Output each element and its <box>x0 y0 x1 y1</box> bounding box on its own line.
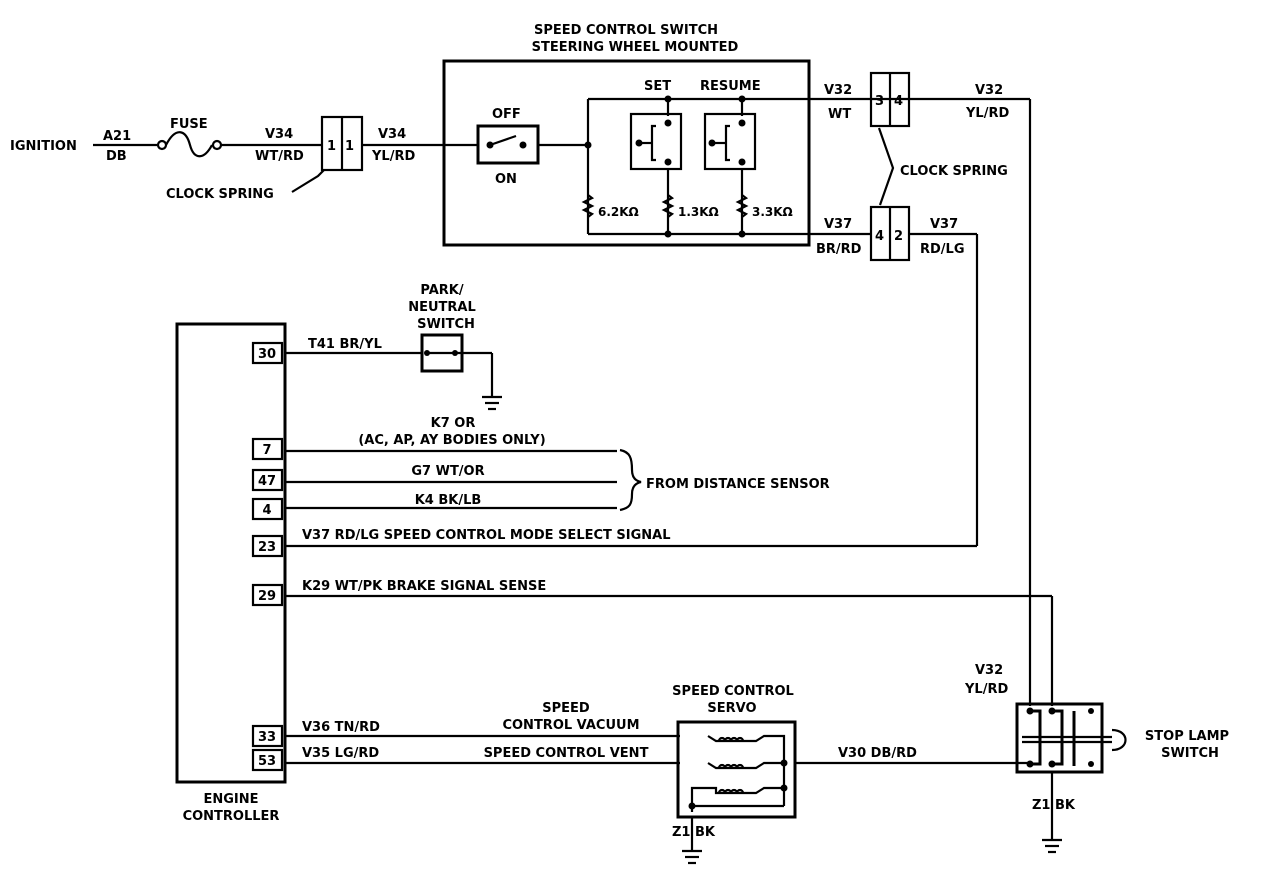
v36-wire-label: V36 TN/RD <box>302 720 380 735</box>
resume-label: RESUME <box>700 79 761 94</box>
speed-control-switch-box <box>442 59 811 247</box>
servo-box <box>676 720 797 819</box>
stop-lamp-label-2: SWITCH <box>1161 746 1219 761</box>
svg-text:23: 23 <box>258 540 276 555</box>
svg-text:29: 29 <box>258 589 276 604</box>
pin-4: 4 <box>251 497 284 521</box>
switch-title-line1: SPEED CONTROL SWITCH <box>534 23 718 38</box>
pin-47: 47 <box>251 468 284 492</box>
k29-brake-label: K29 WT/PK BRAKE SIGNAL SENSE <box>302 579 546 594</box>
v37-in-color: BR/RD <box>816 242 862 257</box>
vacuum-label-1: SPEED <box>542 701 590 716</box>
solenoid-coil-icon <box>707 761 784 770</box>
clock-spring-connector-upper <box>869 71 911 128</box>
pin-30: 30 <box>251 341 284 365</box>
svg-text:33: 33 <box>258 730 276 745</box>
park-neutral-label-2: NEUTRAL <box>408 300 476 315</box>
solenoid-coil-icon <box>707 734 786 806</box>
v37-mode-select-label: V37 RD/LG SPEED CONTROL MODE SELECT SIGN… <box>302 528 671 543</box>
vacuum-label-2: CONTROL VACUUM <box>502 718 639 733</box>
pin-7: 7 <box>251 437 284 461</box>
v32-in-color: WT <box>828 107 851 122</box>
v34-in-code: V34 <box>265 127 293 142</box>
clock-spring-connector-left <box>320 115 364 172</box>
ground-icon <box>682 849 702 865</box>
k7-wire-note: (AC, AP, AY BODIES ONLY) <box>358 433 545 448</box>
solenoid-coil-icon <box>690 786 784 812</box>
clock-spring-left-pin-a: 1 <box>327 139 336 154</box>
brace-icon <box>619 448 642 512</box>
v32-in-code: V32 <box>824 83 852 98</box>
stop-lamp-switch-icon <box>1015 702 1127 774</box>
pin-23: 23 <box>251 534 284 558</box>
park-neutral-label-3: SWITCH <box>417 317 475 332</box>
clock-spring-lower-pin-b: 2 <box>894 229 903 244</box>
pin-53: 53 <box>251 748 284 772</box>
resistor-value-1: 6.2KΩ <box>598 205 639 219</box>
ignition-label: IGNITION <box>10 139 77 154</box>
svg-text:47: 47 <box>258 474 276 489</box>
servo-ground-label: Z1 BK <box>672 825 716 840</box>
set-label: SET <box>644 79 671 94</box>
ignition-wire-color: DB <box>106 149 127 164</box>
engine-controller-label-2: CONTROLLER <box>183 809 280 824</box>
v37-in-code: V37 <box>824 217 852 232</box>
v32-out-code: V32 <box>975 83 1003 98</box>
ground-icon <box>482 395 502 411</box>
resistor-value-3: 3.3KΩ <box>752 205 793 219</box>
v35-wire-label: V35 LG/RD <box>302 746 379 761</box>
switch-title-line2: STEERING WHEEL MOUNTED <box>532 40 739 55</box>
g7-wire-label: G7 WT/OR <box>411 464 484 479</box>
ignition-wire-code: A21 <box>103 129 131 144</box>
clock-spring-upper-pin-b: 4 <box>894 94 903 109</box>
fuse-label: FUSE <box>170 117 208 132</box>
park-neutral-label-1: PARK/ <box>420 283 463 298</box>
v34-out-color: YL/RD <box>371 149 415 164</box>
off-label: OFF <box>492 107 521 122</box>
servo-label-2: SERVO <box>707 701 756 716</box>
clock-spring-upper-pin-a: 3 <box>875 94 884 109</box>
svg-text:4: 4 <box>262 503 271 518</box>
clock-spring-left-label: CLOCK SPRING <box>166 187 274 202</box>
stop-lamp-ground-label: Z1 BK <box>1032 798 1076 813</box>
distance-sensor-label: FROM DISTANCE SENSOR <box>646 477 830 492</box>
clock-spring-lower-pin-a: 4 <box>875 229 884 244</box>
k7-wire-label: K7 OR <box>431 416 476 431</box>
v34-in-color: WT/RD <box>255 149 304 164</box>
svg-text:53: 53 <box>258 754 276 769</box>
k4-wire-label: K4 BK/LB <box>415 493 482 508</box>
v32-out-color: YL/RD <box>965 106 1009 121</box>
resume-button-icon <box>703 112 757 171</box>
on-label: ON <box>495 172 517 187</box>
stop-lamp-label-1: STOP LAMP <box>1145 729 1229 744</box>
svg-text:7: 7 <box>262 443 271 458</box>
resistor-icon <box>735 194 749 218</box>
resistor-icon <box>661 194 675 218</box>
ground-icon <box>1042 838 1062 854</box>
v30-wire-label: V30 DB/RD <box>838 746 917 761</box>
svg-text:30: 30 <box>258 347 276 362</box>
stop-lamp-wire-code: V32 <box>975 663 1003 678</box>
servo-label-1: SPEED CONTROL <box>672 684 794 699</box>
stop-lamp-wire-color: YL/RD <box>964 682 1008 697</box>
engine-controller-box <box>175 322 287 784</box>
on-off-switch-icon <box>476 124 540 165</box>
set-button-icon <box>629 112 683 171</box>
park-neutral-switch-icon <box>420 333 464 373</box>
v34-out-code: V34 <box>378 127 406 142</box>
clock-spring-right-label: CLOCK SPRING <box>900 164 1008 179</box>
pin-29: 29 <box>251 583 284 607</box>
engine-controller-label-1: ENGINE <box>203 792 258 807</box>
pin-33: 33 <box>251 724 284 748</box>
vent-label: SPEED CONTROL VENT <box>484 746 649 761</box>
v37-out-color: RD/LG <box>920 242 965 257</box>
fuse-icon <box>156 131 223 158</box>
resistor-icon <box>581 194 595 218</box>
t41-wire-label: T41 BR/YL <box>308 337 382 352</box>
clock-spring-left-pin-b: 1 <box>345 139 354 154</box>
resistor-value-2: 1.3KΩ <box>678 205 719 219</box>
v37-out-code: V37 <box>930 217 958 232</box>
